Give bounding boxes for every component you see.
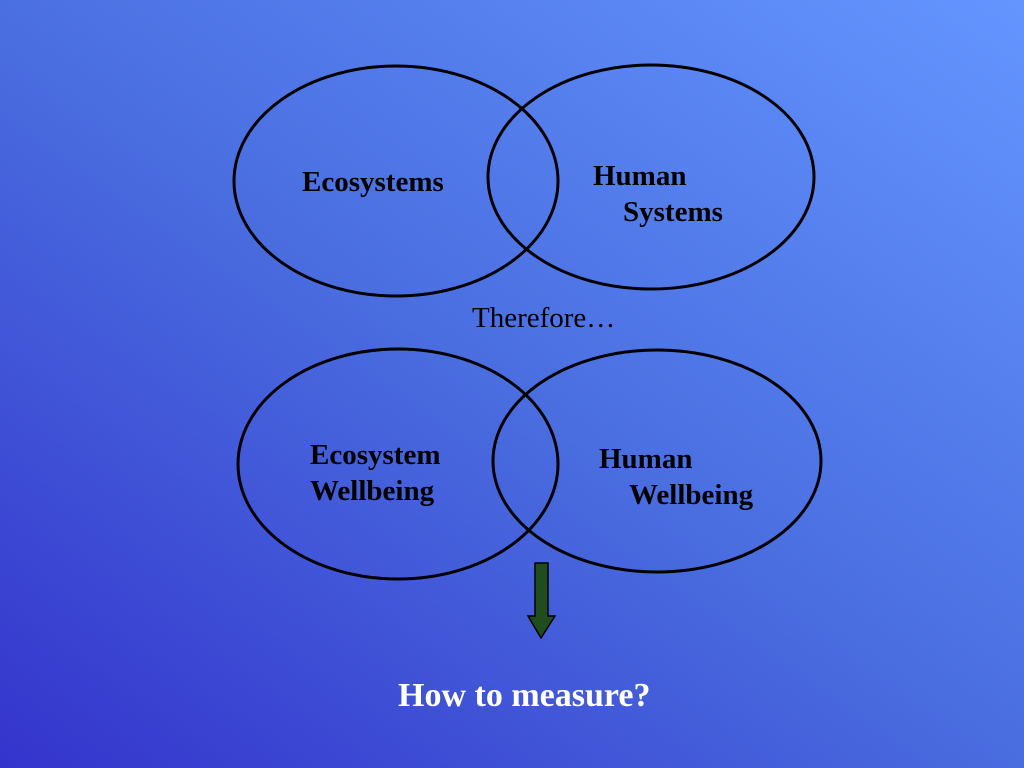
question-text: How to measure? xyxy=(398,677,651,714)
ecosystem-wellbeing-label-line2: Wellbeing xyxy=(310,475,435,507)
human-systems-label-line1: Human xyxy=(593,160,687,192)
ecosystem-wellbeing-circle xyxy=(236,347,560,581)
ecosystem-wellbeing-label-line1: Ecosystem xyxy=(310,439,441,471)
ecosystems-label: Ecosystems xyxy=(302,164,444,200)
ecosystems-circle xyxy=(232,64,560,298)
human-wellbeing-label-line2: Wellbeing xyxy=(629,479,754,511)
human-wellbeing-label: Human Wellbeing xyxy=(599,441,753,513)
human-wellbeing-circle xyxy=(491,348,823,574)
human-systems-label-line2: Systems xyxy=(623,196,723,228)
therefore-text: Therefore… xyxy=(472,302,616,334)
ecosystem-wellbeing-label: Ecosystem Wellbeing xyxy=(310,437,440,509)
arrow-down-icon xyxy=(526,562,557,640)
human-systems-label: Human Systems xyxy=(593,158,723,230)
human-wellbeing-label-line1: Human xyxy=(599,443,693,475)
human-systems-circle xyxy=(486,63,816,291)
ecosystems-label-text: Ecosystems xyxy=(302,166,444,198)
